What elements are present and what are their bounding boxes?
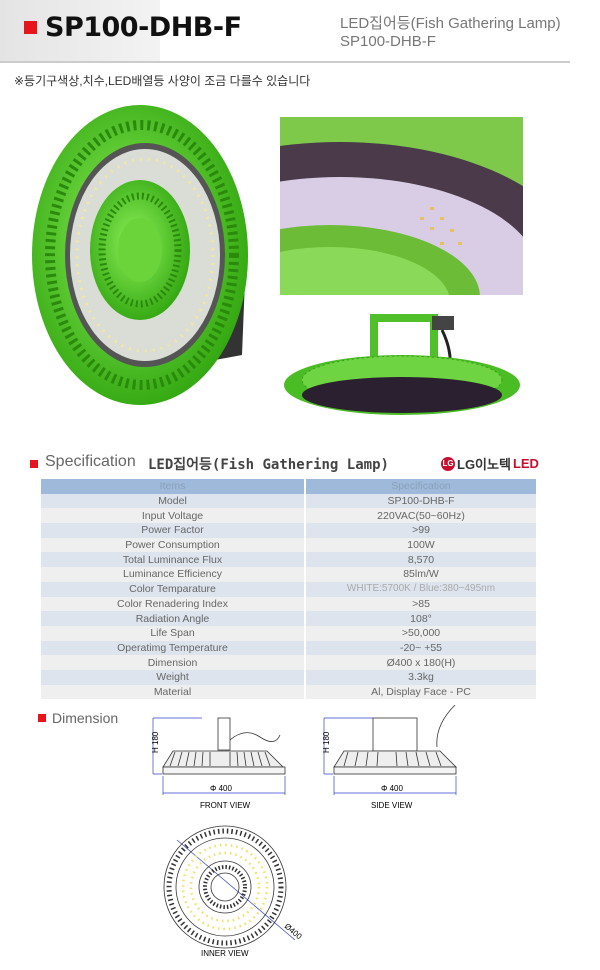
lg-logo-text: LG이노텍 xyxy=(457,457,511,472)
spec-item: Color Renadering Index xyxy=(41,596,306,612)
table-row: Life Span>50,000 xyxy=(41,625,538,641)
spec-item: Input Voltage xyxy=(41,508,306,524)
spec-item: Luminance Efficiency xyxy=(41,567,306,582)
side-view-drawing xyxy=(333,705,457,775)
page-title: SP100-DHB-F xyxy=(45,12,242,43)
side-diameter-label: Φ 400 xyxy=(381,784,404,793)
spec-value: >50,000 xyxy=(305,625,538,641)
header-items: Items xyxy=(41,479,306,494)
spec-value: 220VAC(50~60Hz) xyxy=(305,508,538,524)
spec-value: WHITE:5700K / Blue:380~495nm xyxy=(305,581,538,597)
spec-value: >85 xyxy=(305,596,538,612)
spec-value: >99 xyxy=(305,523,538,538)
title-marker xyxy=(24,21,37,34)
side-view-caption: SIDE VIEW xyxy=(371,801,413,810)
spec-item: Model xyxy=(41,493,306,509)
spec-item: Radiation Angle xyxy=(41,611,306,626)
table-row: Color Renadering Index>85 xyxy=(41,596,538,612)
spec-item: Power Factor xyxy=(41,523,306,538)
spec-value: 85lm/W xyxy=(305,567,538,582)
inner-view-caption: INNER VIEW xyxy=(201,949,249,958)
spec-value: 100W xyxy=(305,537,538,553)
header-specification: Specification xyxy=(305,479,538,494)
product-photo-front xyxy=(32,105,248,405)
spec-item: Material xyxy=(41,684,306,700)
front-height-label: H 180 xyxy=(151,731,160,753)
dimension-heading: Dimension xyxy=(52,710,119,726)
spec-value: Ø400 x 180(H) xyxy=(305,655,538,670)
spec-value: -20~ +55 xyxy=(305,640,538,656)
subtitle-line1: LED집어등(Fish Gathering Lamp) xyxy=(340,15,561,32)
front-diameter-label: Φ 400 xyxy=(210,784,233,793)
front-view-caption: FRONT VIEW xyxy=(200,801,251,810)
spec-product-name: LED집어등(Fish Gathering Lamp) xyxy=(148,457,389,473)
lg-logo-suffix: LED xyxy=(512,456,539,471)
spec-item: Power Consumption xyxy=(41,537,306,553)
inner-view-drawing xyxy=(163,825,287,949)
side-height-label: H 180 xyxy=(322,731,331,753)
spec-value: 3.3kg xyxy=(305,669,538,685)
spec-value: 108° xyxy=(305,611,538,626)
front-view-drawing xyxy=(162,717,286,775)
spec-value: Al, Display Face - PC xyxy=(305,684,538,700)
table-row: Operatimg Temperature-20~ +55 xyxy=(41,640,538,656)
lg-logo-icon: LG xyxy=(441,456,455,471)
product-photo-closeup xyxy=(280,117,523,295)
dimension-marker xyxy=(38,714,46,722)
spec-value: SP100-DHB-F xyxy=(305,493,538,509)
header-divider xyxy=(0,61,570,63)
product-photo-side xyxy=(284,314,520,415)
spec-item: Life Span xyxy=(41,625,306,641)
spec-item: Color Temparature xyxy=(41,581,306,597)
dimension-drawings: H 180 H 180 Φ 400 Φ 400 FRONT VIEW SIDE … xyxy=(151,705,457,958)
disclaimer-note: ※등기구색상,치수,LED배열등 사양이 조금 다를수 있습니다 xyxy=(14,74,311,88)
spec-item: Weight xyxy=(41,669,306,685)
spec-marker xyxy=(30,460,38,468)
spec-item: Dimension xyxy=(41,655,306,670)
subtitle-line2: SP100-DHB-F xyxy=(340,33,436,50)
table-row: Power Factor>99 xyxy=(41,523,538,538)
spec-value: 8,570 xyxy=(305,552,538,568)
spec-item: Total Luminance Flux xyxy=(41,552,306,568)
spec-item: Operatimg Temperature xyxy=(41,640,306,656)
spec-heading: Specification xyxy=(45,453,136,470)
